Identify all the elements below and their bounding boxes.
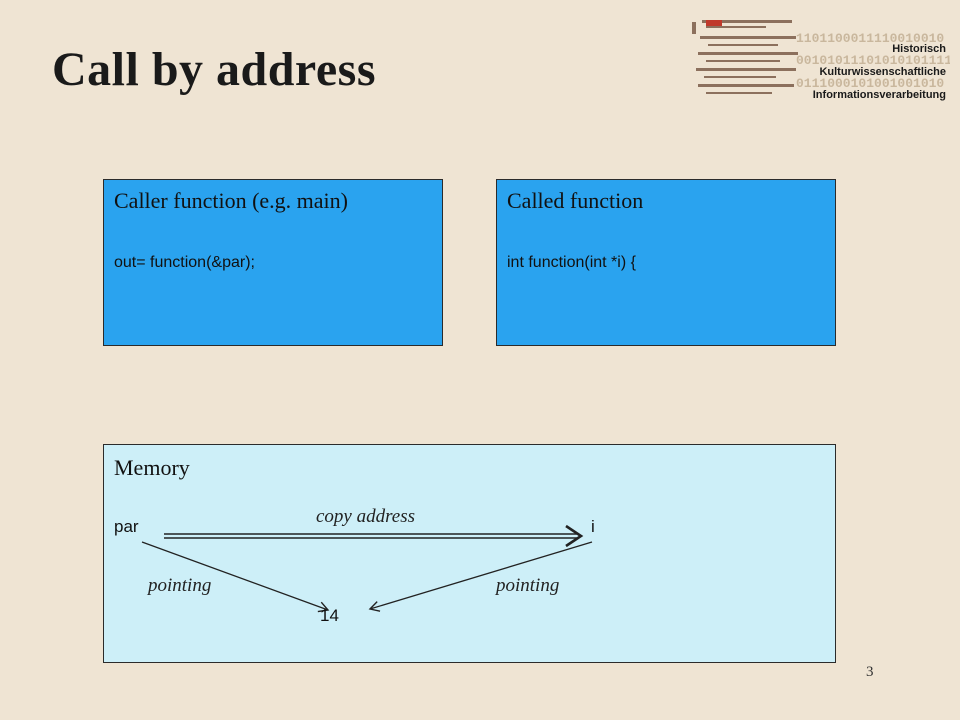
pointing-arrow-left <box>141 541 330 613</box>
logo-binary-row: 00101011101010101111 <box>796 53 950 68</box>
caller-box-title: Caller function (e.g. main) <box>114 188 348 213</box>
called-box-code: int function(int *i) { <box>507 254 636 271</box>
logo-binary-row: 0111000101001001010 <box>796 76 944 91</box>
memory-diagram <box>141 524 593 613</box>
slide-title: Call by address <box>52 43 377 96</box>
variable-par-label: par <box>114 517 139 536</box>
memory-value: 14 <box>320 606 339 625</box>
variable-i-label: i <box>591 517 595 536</box>
memory-box: Memory par i 14 copy address pointing po… <box>103 444 836 663</box>
pointing-label-left: pointing <box>148 575 212 596</box>
pointing-arrow-right <box>368 541 593 612</box>
pointing-label-right: pointing <box>496 575 560 596</box>
memory-box-title: Memory <box>114 455 190 480</box>
caller-box-code: out= function(&par); <box>114 254 255 271</box>
called-function-box: Called function int function(int *i) { <box>496 179 836 346</box>
double-arrowhead <box>565 524 584 548</box>
logo-line-historisch: Historisch <box>892 43 946 55</box>
logo-line-informationsverarbeitung: Informationsverarbeitung <box>813 89 946 101</box>
manuscript-script-decoration <box>692 20 798 94</box>
copy-address-arrow <box>164 524 584 548</box>
caller-function-box: Caller function (e.g. main) out= functio… <box>103 179 443 346</box>
page-number: 3 <box>866 664 874 680</box>
red-fish-icon <box>706 20 722 26</box>
institute-logo: 1101100011110010010 00101011101010101111… <box>692 20 950 101</box>
copy-address-label: copy address <box>316 506 416 527</box>
called-box-title: Called function <box>507 188 644 213</box>
logo-binary-row: 1101100011110010010 <box>796 31 944 46</box>
logo-line-kulturwissenschaftliche: Kulturwissenschaftliche <box>819 66 946 78</box>
